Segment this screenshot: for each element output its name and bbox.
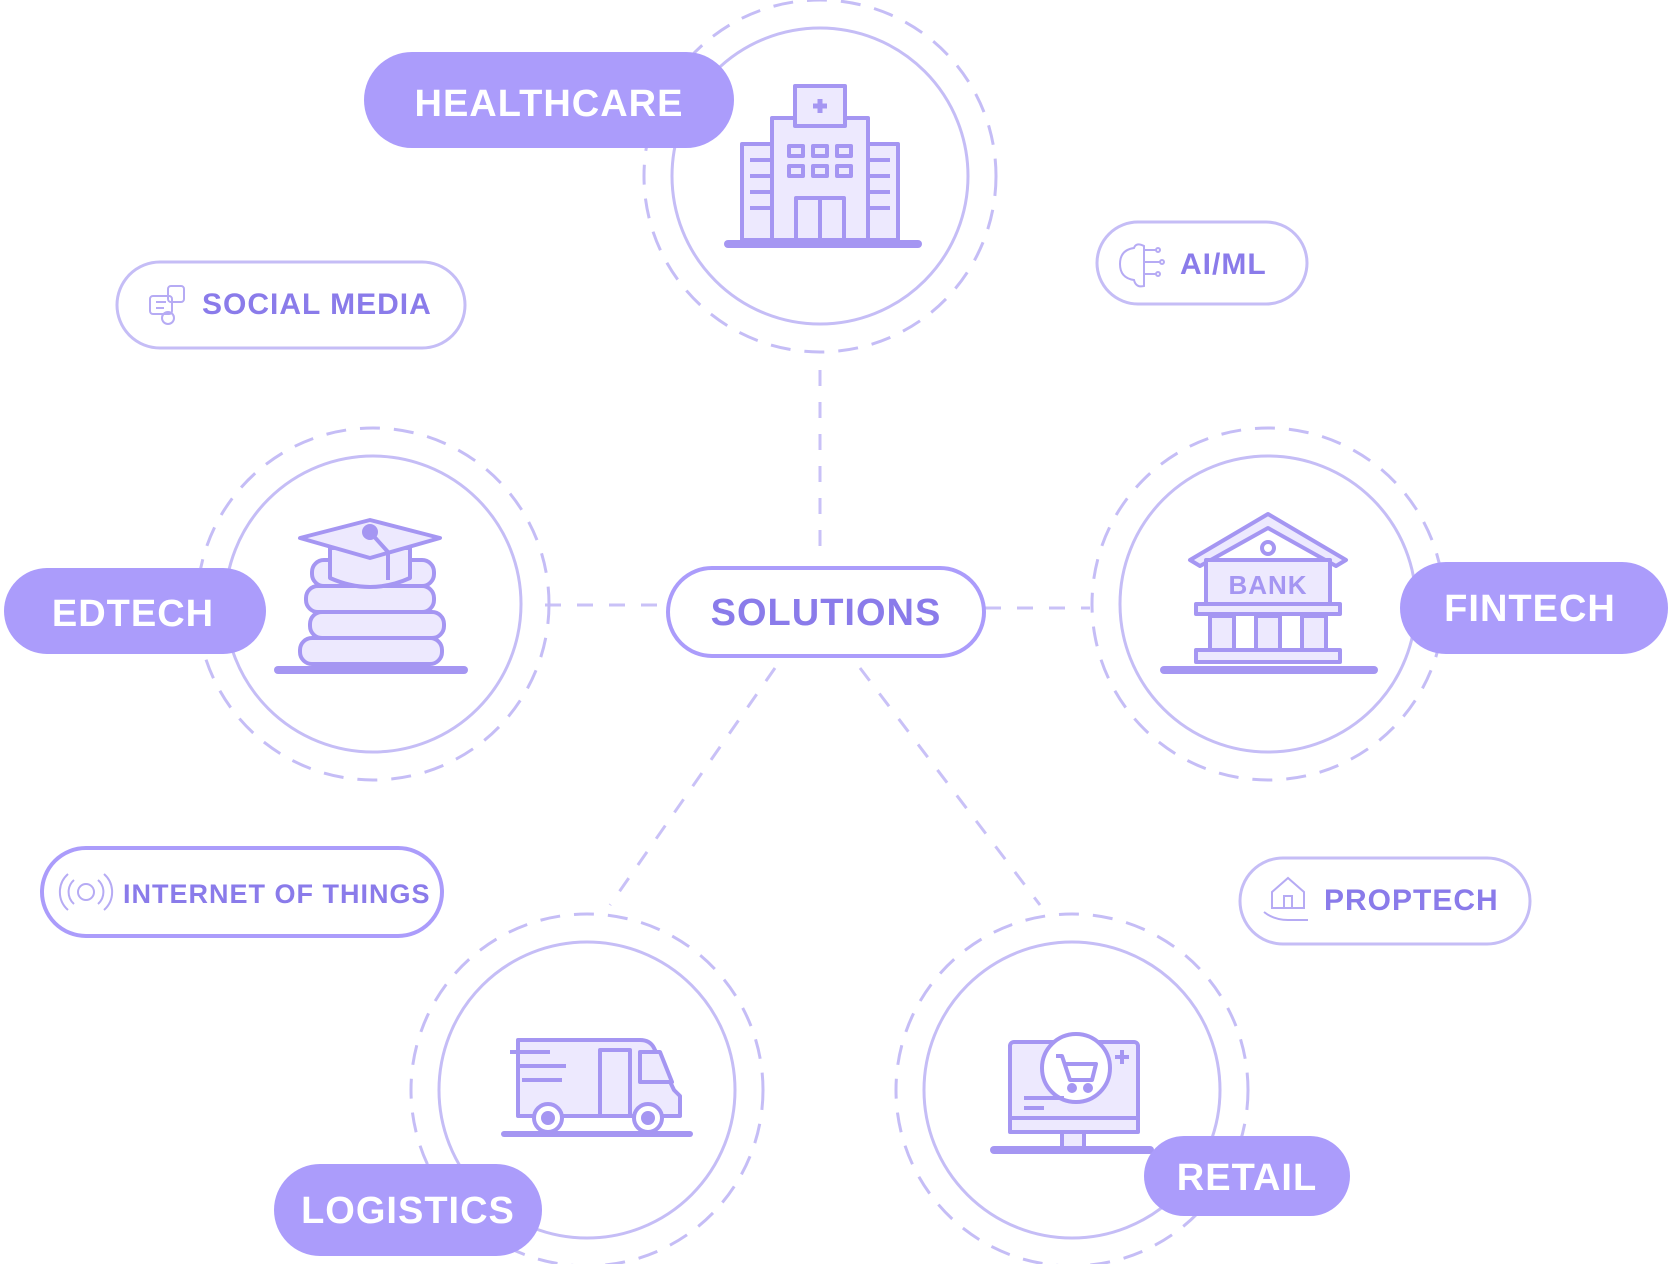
- solutions-pill: [666, 566, 986, 658]
- tag-internet-of-things[interactable]: INTERNET OF THINGS: [40, 846, 444, 938]
- node-fintech[interactable]: BANK FINTECH: [1090, 426, 1668, 782]
- outer-dashed-ring: [642, 0, 998, 354]
- connector-retail: [858, 667, 1042, 906]
- bank-sign: BANK: [1228, 570, 1307, 600]
- delivery-van-icon: [501, 1038, 693, 1137]
- outer-dashed-ring: [409, 912, 765, 1264]
- fintech-pill: [1400, 562, 1668, 654]
- social-media-label: SOCIAL MEDIA: [202, 288, 432, 321]
- solutions-label: SOLUTIONS: [711, 592, 942, 634]
- retail-label: RETAIL: [1177, 1157, 1317, 1199]
- social-media-pill: [115, 260, 467, 350]
- house-hand-icon: [1263, 876, 1308, 921]
- edtech-pill: [4, 568, 266, 654]
- bank-icon: [1160, 512, 1378, 674]
- proptech-label: PROPTECH: [1324, 884, 1499, 917]
- hospital-icon: [724, 84, 922, 248]
- ai-ml-label: AI/ML: [1180, 248, 1267, 281]
- node-logistics[interactable]: LOGISTICS: [274, 912, 765, 1264]
- fintech-label: FINTECH: [1444, 588, 1616, 630]
- healthcare-pill: [364, 52, 734, 148]
- node-edtech[interactable]: EDTECH: [4, 426, 551, 782]
- brain-circuit-icon: [1118, 243, 1165, 288]
- iot-pill: [40, 846, 444, 938]
- healthcare-label: HEALTHCARE: [415, 83, 684, 125]
- iot-label: INTERNET OF THINGS: [123, 879, 431, 909]
- ai-ml-pill: [1095, 220, 1309, 306]
- proptech-pill: [1238, 856, 1532, 946]
- retail-pill: [1144, 1136, 1350, 1216]
- edtech-label: EDTECH: [52, 593, 214, 635]
- connector-logistics: [608, 667, 777, 906]
- tag-proptech[interactable]: PROPTECH: [1238, 856, 1532, 946]
- tag-social-media[interactable]: SOCIAL MEDIA: [115, 260, 467, 350]
- iot-signal-icon: [58, 873, 114, 911]
- logistics-label: LOGISTICS: [301, 1190, 515, 1232]
- outer-dashed-ring: [894, 912, 1250, 1264]
- center-solutions[interactable]: SOLUTIONS: [666, 566, 986, 658]
- books-graduation-cap-icon: [274, 518, 468, 674]
- logistics-pill: [274, 1164, 542, 1256]
- shopping-cart-monitor-icon: [990, 1032, 1154, 1154]
- social-media-icon: [149, 285, 185, 325]
- tag-ai-ml[interactable]: AI/ML: [1095, 220, 1309, 306]
- node-healthcare[interactable]: HEALTHCARE: [364, 0, 998, 354]
- node-retail[interactable]: RETAIL: [894, 912, 1350, 1264]
